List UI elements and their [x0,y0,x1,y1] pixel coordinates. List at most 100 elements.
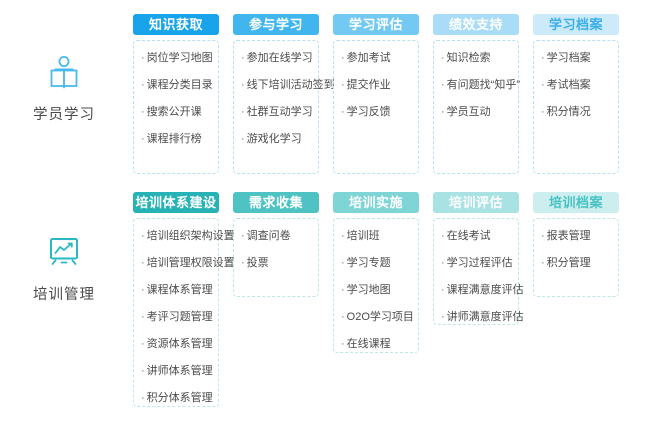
column-header[interactable]: 知识获取 [133,14,219,35]
list-item[interactable]: ·学习档案 [541,52,611,65]
list-item[interactable]: ·学习反馈 [341,106,411,119]
list-item[interactable]: ·学习地图 [341,284,411,297]
row-label-block-learner: 学员学习 [0,14,128,124]
list-item-label: 游戏化学习 [246,133,302,145]
bullet-icon: · [541,230,545,242]
list-item-label: 学习专题 [346,257,391,269]
list-item[interactable]: ·有问题找“知乎” [441,79,520,92]
list-item-label: 课程分类目录 [146,79,213,91]
column-training-system-building[interactable]: 培训体系建设 ·培训组织架构设置·培训管理权限设置·课程体系管理·考评习题管理·… [133,192,235,407]
column-body: ·参加在线学习·线下培训活动签到·社群互动学习·游戏化学习 [233,40,335,174]
list-item[interactable]: ·培训班 [341,230,411,243]
bullet-icon: · [141,365,145,377]
list-item[interactable]: ·学习过程评估 [441,257,513,270]
list-item[interactable]: ·社群互动学习 [241,106,313,119]
column-body: ·培训班·学习专题·学习地图·O2O学习项目·在线课程 [333,218,419,353]
column-learning-archive[interactable]: 学习档案 ·学习档案·考试档案·积分情况 [533,14,619,174]
list-item-label: O2O学习项目 [346,311,414,323]
list-item-label: 积分情况 [546,106,591,118]
column-body: ·学习档案·考试档案·积分情况 [533,40,619,174]
list-item[interactable]: ·参加考试 [341,52,411,65]
bullet-icon: · [141,79,145,91]
list-item[interactable]: ·考试档案 [541,79,611,92]
column-training-implementation[interactable]: 培训实施 ·培训班·学习专题·学习地图·O2O学习项目·在线课程 [333,192,419,353]
list-item[interactable]: ·积分管理 [541,257,611,270]
list-item[interactable]: ·调查问卷 [241,230,311,243]
list-item[interactable]: ·课程体系管理 [141,284,213,297]
list-item[interactable]: ·考评习题管理 [141,311,213,324]
column-demand-collection[interactable]: 需求收集 ·调查问卷·投票 [233,192,319,297]
column-knowledge-acquisition[interactable]: 知识获取 ·岗位学习地图·课程分类目录·搜索公开课·课程排行榜 [133,14,219,174]
list-item[interactable]: ·学员互动 [441,106,511,119]
list-item[interactable]: ·在线课程 [341,338,411,351]
list-item[interactable]: ·培训组织架构设置 [141,230,235,243]
list-item[interactable]: ·积分体系管理 [141,392,213,405]
column-body: ·调查问卷·投票 [233,218,319,297]
list-item[interactable]: ·讲师体系管理 [141,365,213,378]
bullet-icon: · [441,230,445,242]
bullet-icon: · [341,284,345,296]
bullet-icon: · [241,106,245,118]
bullet-icon: · [241,230,245,242]
column-header[interactable]: 培训评估 [433,192,519,213]
list-item[interactable]: ·知识检索 [441,52,511,65]
column-header[interactable]: 培训档案 [533,192,619,213]
column-header[interactable]: 学习档案 [533,14,619,35]
bullet-icon: · [541,106,545,118]
list-item[interactable]: ·报表管理 [541,230,611,243]
list-item-label: 知识检索 [446,52,491,64]
column-header[interactable]: 绩效支持 [433,14,519,35]
column-header[interactable]: 参与学习 [233,14,319,35]
list-item[interactable]: ·课程分类目录 [141,79,213,92]
bullet-icon: · [241,257,245,269]
list-item[interactable]: ·O2O学习项目 [341,311,414,324]
list-item-label: 培训管理权限设置 [146,257,235,269]
list-item-label: 有问题找“知乎” [446,79,520,91]
bullet-icon: · [141,338,145,350]
bullet-icon: · [341,106,345,118]
bullet-icon: · [141,257,145,269]
list-item[interactable]: ·线下培训活动签到 [241,79,335,92]
column-header[interactable]: 培训体系建设 [133,192,219,213]
list-item[interactable]: ·资源体系管理 [141,338,213,351]
column-participate-learning[interactable]: 参与学习 ·参加在线学习·线下培训活动签到·社群互动学习·游戏化学习 [233,14,335,174]
column-learning-evaluation[interactable]: 学习评估 ·参加考试·提交作业·学习反馈 [333,14,419,174]
list-item[interactable]: ·在线考试 [441,230,511,243]
list-item[interactable]: ·岗位学习地图 [141,52,213,65]
column-training-evaluation[interactable]: 培训评估 ·在线考试·学习过程评估·课程满意度评估·讲师满意度评估 [433,192,524,325]
list-item-label: 学习档案 [546,52,591,64]
row-label-learner: 学员学习 [33,107,95,123]
list-item[interactable]: ·提交作业 [341,79,411,92]
list-item[interactable]: ·搜索公开课 [141,106,211,119]
list-item-label: 讲师满意度评估 [446,311,524,323]
list-item-label: 报表管理 [546,230,591,242]
column-header[interactable]: 学习评估 [333,14,419,35]
column-performance-support[interactable]: 绩效支持 ·知识检索 ·有问题找“知乎” ·学员互动 [433,14,520,174]
list-item-label: 投票 [246,257,269,269]
list-item-label: 提交作业 [346,79,391,91]
list-item-label: 学习地图 [346,284,391,296]
bullet-icon: · [241,79,245,91]
bullet-icon: · [141,106,145,118]
list-item[interactable]: ·游戏化学习 [241,133,311,146]
list-item[interactable]: ·培训管理权限设置 [141,257,235,270]
list-item[interactable]: ·学习专题 [341,257,411,270]
list-item[interactable]: ·讲师满意度评估 [441,311,524,324]
bullet-icon: · [541,52,545,64]
list-item-label: 课程满意度评估 [446,284,524,296]
list-item[interactable]: ·课程排行榜 [141,133,211,146]
bullet-icon: · [141,230,145,242]
list-item[interactable]: ·积分情况 [541,106,611,119]
bullet-icon: · [141,284,145,296]
list-item-label: 课程体系管理 [146,284,213,296]
column-header[interactable]: 培训实施 [333,192,419,213]
list-item-label: 参加在线学习 [246,52,313,64]
column-training-archive[interactable]: 培训档案 ·报表管理 ·积分管理 [533,192,619,297]
list-item[interactable]: ·投票 [241,257,311,270]
bullet-icon: · [341,338,345,350]
list-item[interactable]: ·参加在线学习 [241,52,313,65]
column-header[interactable]: 需求收集 [233,192,319,213]
list-item[interactable]: ·课程满意度评估 [441,284,524,297]
list-item-label: 搜索公开课 [146,106,202,118]
bullet-icon: · [441,311,445,323]
